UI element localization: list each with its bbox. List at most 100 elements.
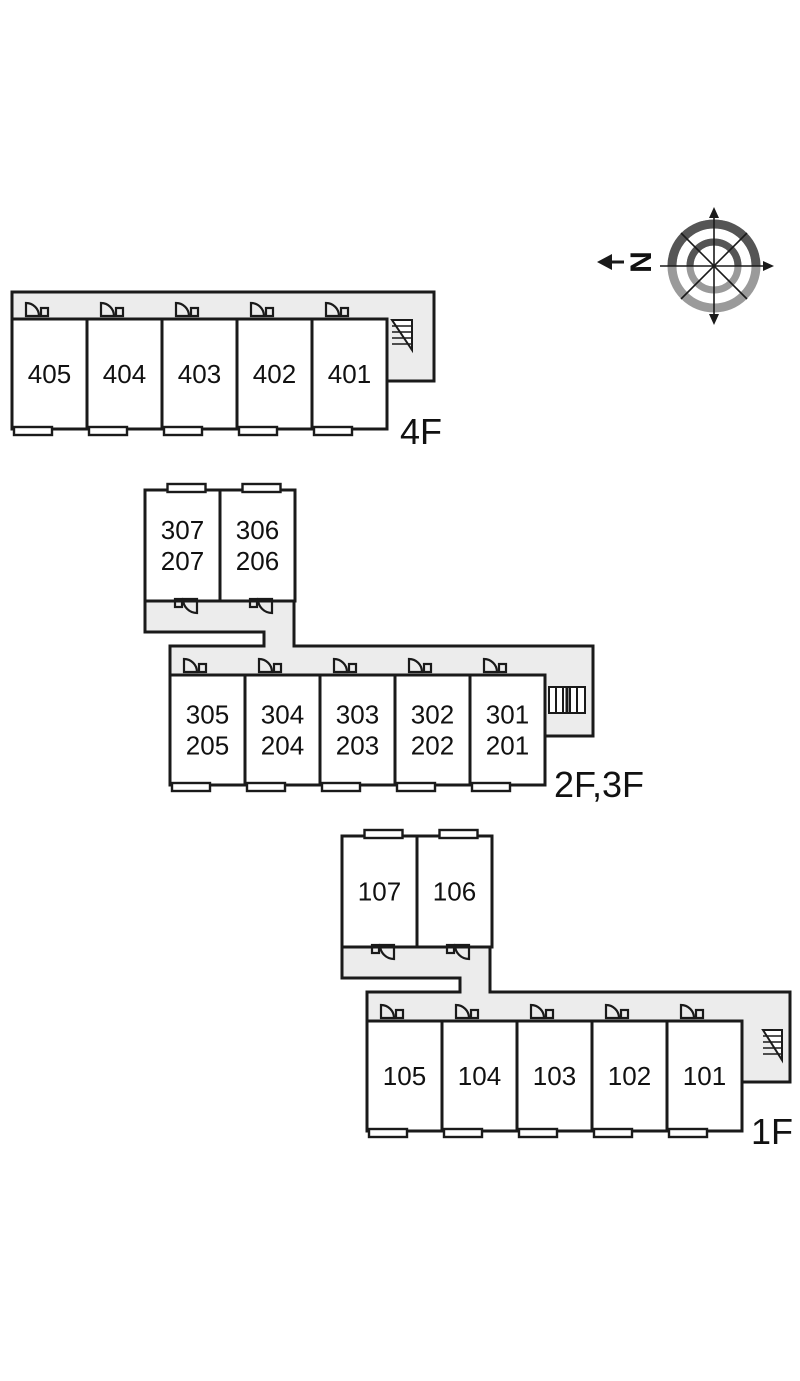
unit: 105 <box>365 1003 444 1139</box>
unit-box <box>440 1019 519 1133</box>
compass-spokes <box>660 212 768 320</box>
compass-rose: N <box>597 207 774 325</box>
window-icon <box>245 781 287 793</box>
unit: 107 <box>340 828 419 961</box>
stairs-4f-lines <box>392 325 412 345</box>
window-icon <box>395 781 437 793</box>
door-icon <box>174 301 200 318</box>
window-icon <box>367 1127 409 1139</box>
unit-number: 107 <box>358 877 401 907</box>
window-icon <box>592 1127 634 1139</box>
unit: 103 <box>515 1003 594 1139</box>
unit-box <box>318 673 397 787</box>
door-icon <box>454 1003 480 1020</box>
unit-box <box>665 1019 744 1133</box>
unit-box <box>235 317 314 431</box>
window-icon <box>442 1127 484 1139</box>
unit-box <box>218 488 297 603</box>
window-icon <box>470 781 512 793</box>
unit-number: 104 <box>458 1061 501 1091</box>
unit: 403 <box>160 301 239 437</box>
unit: 404 <box>85 301 164 437</box>
door-icon <box>99 301 125 318</box>
door-icon <box>407 657 433 674</box>
door-icon <box>332 657 358 674</box>
floor-1f: 107 106 105 104 103 102 101 1F <box>340 828 793 1152</box>
window-icon <box>363 828 404 840</box>
unit-number: 405 <box>28 359 71 389</box>
floor-label-4f: 4F <box>400 411 442 452</box>
door-icon <box>182 657 208 674</box>
stairs-1f-lines <box>763 1035 782 1055</box>
door-icon <box>370 943 396 961</box>
window-icon <box>166 482 207 494</box>
unit-box <box>243 673 322 787</box>
stairs-4f <box>390 319 413 354</box>
unit-number: 106 <box>433 877 476 907</box>
window-icon <box>241 482 282 494</box>
window-icon <box>312 425 354 437</box>
unit-number: 404 <box>103 359 146 389</box>
window-icon <box>517 1127 559 1139</box>
unit: 102 <box>590 1003 669 1139</box>
unit: 101 <box>665 1003 744 1139</box>
unit-number: 101 <box>683 1061 726 1091</box>
units-1f-bottom: 105 104 103 102 101 <box>365 1003 744 1139</box>
door-icon <box>257 657 283 674</box>
door-icon <box>173 597 199 615</box>
stairs-2f-3f-lines <box>555 687 578 713</box>
door-icon <box>445 943 471 961</box>
door-icon <box>529 1003 555 1020</box>
unit-number: 103 <box>533 1061 576 1091</box>
window-icon <box>320 781 362 793</box>
compass-arrow-up <box>709 207 719 218</box>
door-icon <box>379 1003 405 1020</box>
unit-number: 102 <box>608 1061 651 1091</box>
unit-number: 402 <box>253 359 296 389</box>
window-icon <box>12 425 54 437</box>
floor-label-1f: 1F <box>751 1111 793 1152</box>
stairs-1f <box>761 1029 783 1064</box>
unit-number: 401 <box>328 359 371 389</box>
door-icon <box>482 657 508 674</box>
window-icon <box>237 425 279 437</box>
window-icon <box>170 781 212 793</box>
unit: 405 <box>10 301 89 437</box>
north-label: N <box>625 251 658 273</box>
unit-number: 105 <box>383 1061 426 1091</box>
units-1f-top: 107 106 <box>340 828 494 961</box>
units-4f: 405 404 403 402 401 <box>10 301 389 437</box>
north-arrow-icon <box>597 254 624 270</box>
unit-box <box>10 317 89 431</box>
door-icon <box>324 301 350 318</box>
unit-box <box>340 834 419 949</box>
compass-arrow-right <box>763 261 774 271</box>
floor-4f: 405 404 403 402 401 4F <box>10 290 442 452</box>
unit: 402 <box>235 301 314 437</box>
compass-arrow-down <box>709 314 719 325</box>
door-icon <box>604 1003 630 1020</box>
unit-box <box>415 834 494 949</box>
window-icon <box>667 1127 709 1139</box>
door-icon <box>248 597 274 615</box>
window-icon <box>87 425 129 437</box>
door-icon <box>249 301 275 318</box>
door-icon <box>24 301 50 318</box>
unit-number: 403 <box>178 359 221 389</box>
door-icon <box>679 1003 705 1020</box>
